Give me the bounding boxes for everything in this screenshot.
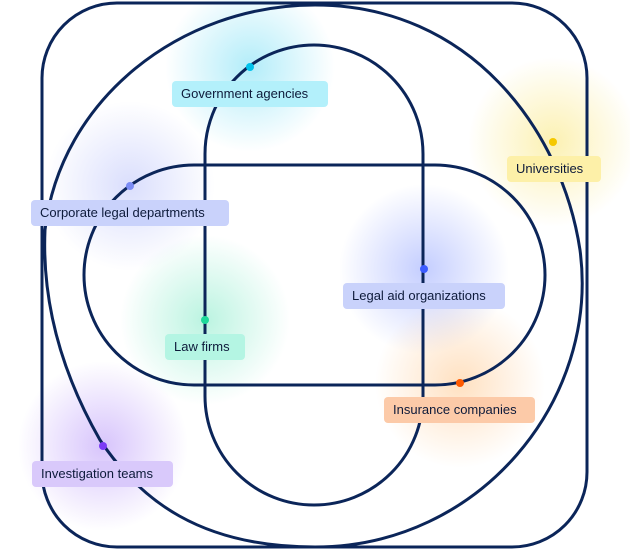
horizontal-stadium [82, 163, 547, 387]
dot-universities [549, 138, 557, 146]
dot-insurance [456, 379, 464, 387]
vertical-stadium [203, 43, 425, 507]
dot-investigation [99, 442, 107, 450]
glow-government [165, 0, 335, 152]
label-government: Government agencies [172, 81, 328, 107]
dot-government [246, 63, 254, 71]
dots [99, 63, 557, 450]
label-universities: Universities [507, 156, 601, 182]
label-insurance: Insurance companies [384, 397, 535, 423]
dot-legal-aid [420, 265, 428, 273]
label-investigation: Investigation teams [32, 461, 173, 487]
label-corporate: Corporate legal departments [31, 200, 229, 226]
dot-corporate [126, 182, 134, 190]
label-legal-aid: Legal aid organizations [343, 283, 505, 309]
label-law-firms: Law firms [165, 334, 245, 360]
dot-law-firms [201, 316, 209, 324]
